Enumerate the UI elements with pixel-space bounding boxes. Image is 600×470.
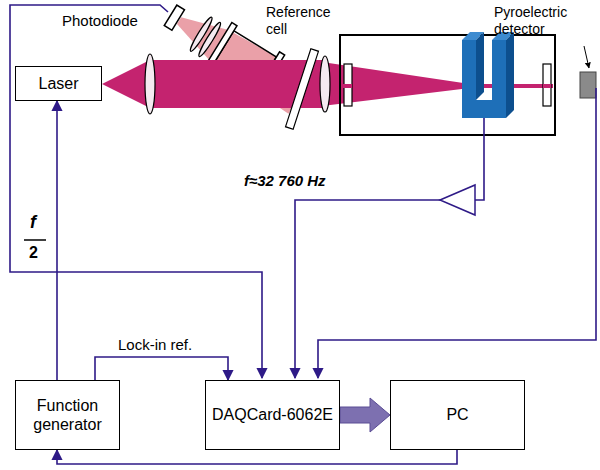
connector-label: Lock-in ref. bbox=[116, 336, 194, 353]
part-label: Reference cell bbox=[266, 4, 338, 38]
part-label: f≈32 760 Hz bbox=[244, 172, 326, 190]
pyroelectric-detector bbox=[580, 72, 596, 98]
instrument-box: DAQCard-6062E bbox=[205, 380, 340, 450]
box-label: Function generator bbox=[16, 396, 119, 434]
signal-connector bbox=[57, 450, 457, 464]
leader-line bbox=[584, 46, 589, 68]
signal-wires bbox=[10, 5, 596, 378]
laser-beam bbox=[102, 60, 150, 108]
photodiode bbox=[164, 5, 184, 30]
signal-connector bbox=[95, 357, 228, 380]
box-label: Laser bbox=[38, 74, 78, 93]
instrument-box: Laser bbox=[15, 66, 102, 101]
fraction-bar bbox=[24, 239, 46, 241]
instrument-box: PC bbox=[390, 380, 525, 450]
signal-connector bbox=[56, 101, 58, 380]
lens bbox=[145, 54, 155, 114]
part-label: Pyroelectric detector bbox=[494, 4, 580, 38]
data-bus-arrow bbox=[340, 398, 390, 432]
box-label: PC bbox=[446, 405, 468, 424]
lens bbox=[320, 56, 330, 112]
part-label: 2 bbox=[29, 243, 38, 262]
part-label: Photodiode bbox=[62, 12, 138, 30]
part-label: f bbox=[30, 212, 36, 234]
gas-cell bbox=[340, 35, 555, 135]
instrument-box: Function generator bbox=[15, 380, 120, 450]
amplifier-symbol bbox=[440, 185, 475, 215]
box-label: DAQCard-6062E bbox=[212, 405, 333, 424]
tuning-fork bbox=[462, 32, 514, 118]
beam-splitter bbox=[286, 49, 319, 129]
